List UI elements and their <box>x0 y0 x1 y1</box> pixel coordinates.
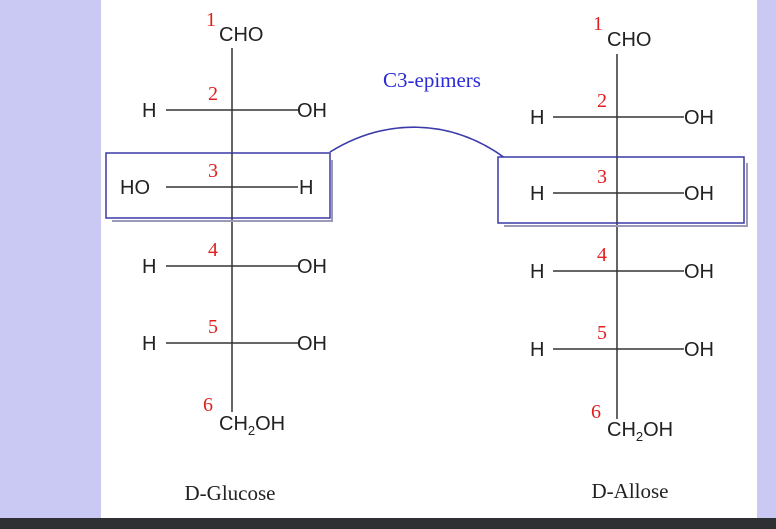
glucose-bottom-group: CH2OH <box>219 413 285 438</box>
glucose-c2-left: H <box>142 100 156 122</box>
glucose-c5-number: 5 <box>208 316 218 338</box>
glucose-name: D-Glucose <box>185 481 276 505</box>
allose-c4-left: H <box>530 261 544 283</box>
allose-c3-highlight <box>497 156 745 224</box>
glucose-c6-number: 6 <box>203 394 213 416</box>
glucose-structure: 1 CHO H OH 2 HO H 3 H OH 4 H OH <box>105 9 333 505</box>
epimer-diagram: 1 CHO H OH 2 HO H 3 H OH 4 H OH <box>105 9 748 505</box>
allose-c5-number: 5 <box>597 322 607 344</box>
allose-c4-number: 4 <box>597 244 607 266</box>
allose-c3-left: H <box>530 183 544 205</box>
glucose-c4-right: OH <box>297 256 327 278</box>
glucose-c2-number: 2 <box>208 83 218 105</box>
allose-c2-right: OH <box>684 107 714 129</box>
glucose-c3-right: H <box>299 177 313 199</box>
allose-c5-left: H <box>530 339 544 361</box>
glucose-c4-left: H <box>142 256 156 278</box>
allose-c2-number: 2 <box>597 90 607 112</box>
glucose-c4-number: 4 <box>208 239 218 261</box>
glucose-c5-left: H <box>142 333 156 355</box>
epimer-connector-arc <box>329 126 506 159</box>
glucose-c3-left: HO <box>120 177 150 199</box>
glucose-c2-right: OH <box>297 100 327 122</box>
allose-c3-number: 3 <box>597 166 607 188</box>
allose-top-group: CHO <box>607 29 651 51</box>
glucose-top-group: CHO <box>219 24 263 46</box>
allose-c1-number: 1 <box>593 13 603 35</box>
allose-c5-right: OH <box>684 339 714 361</box>
epimer-label: C3-epimers <box>383 68 481 92</box>
allose-bottom-group: CH2OH <box>607 419 673 444</box>
bottom-bar <box>0 518 776 529</box>
right-side-panel <box>757 0 776 518</box>
glucose-c3-number: 3 <box>208 160 218 182</box>
allose-name: D-Allose <box>592 479 669 503</box>
allose-structure: 1 CHO H OH 2 H OH 3 H OH 4 H OH <box>497 13 748 503</box>
allose-c6-number: 6 <box>591 401 601 423</box>
allose-c4-right: OH <box>684 261 714 283</box>
allose-c3-right: OH <box>684 183 714 205</box>
glucose-c5-right: OH <box>297 333 327 355</box>
left-side-panel <box>0 0 101 518</box>
allose-c2-left: H <box>530 107 544 129</box>
glucose-c1-number: 1 <box>206 9 216 31</box>
glucose-c3-highlight <box>105 152 331 219</box>
